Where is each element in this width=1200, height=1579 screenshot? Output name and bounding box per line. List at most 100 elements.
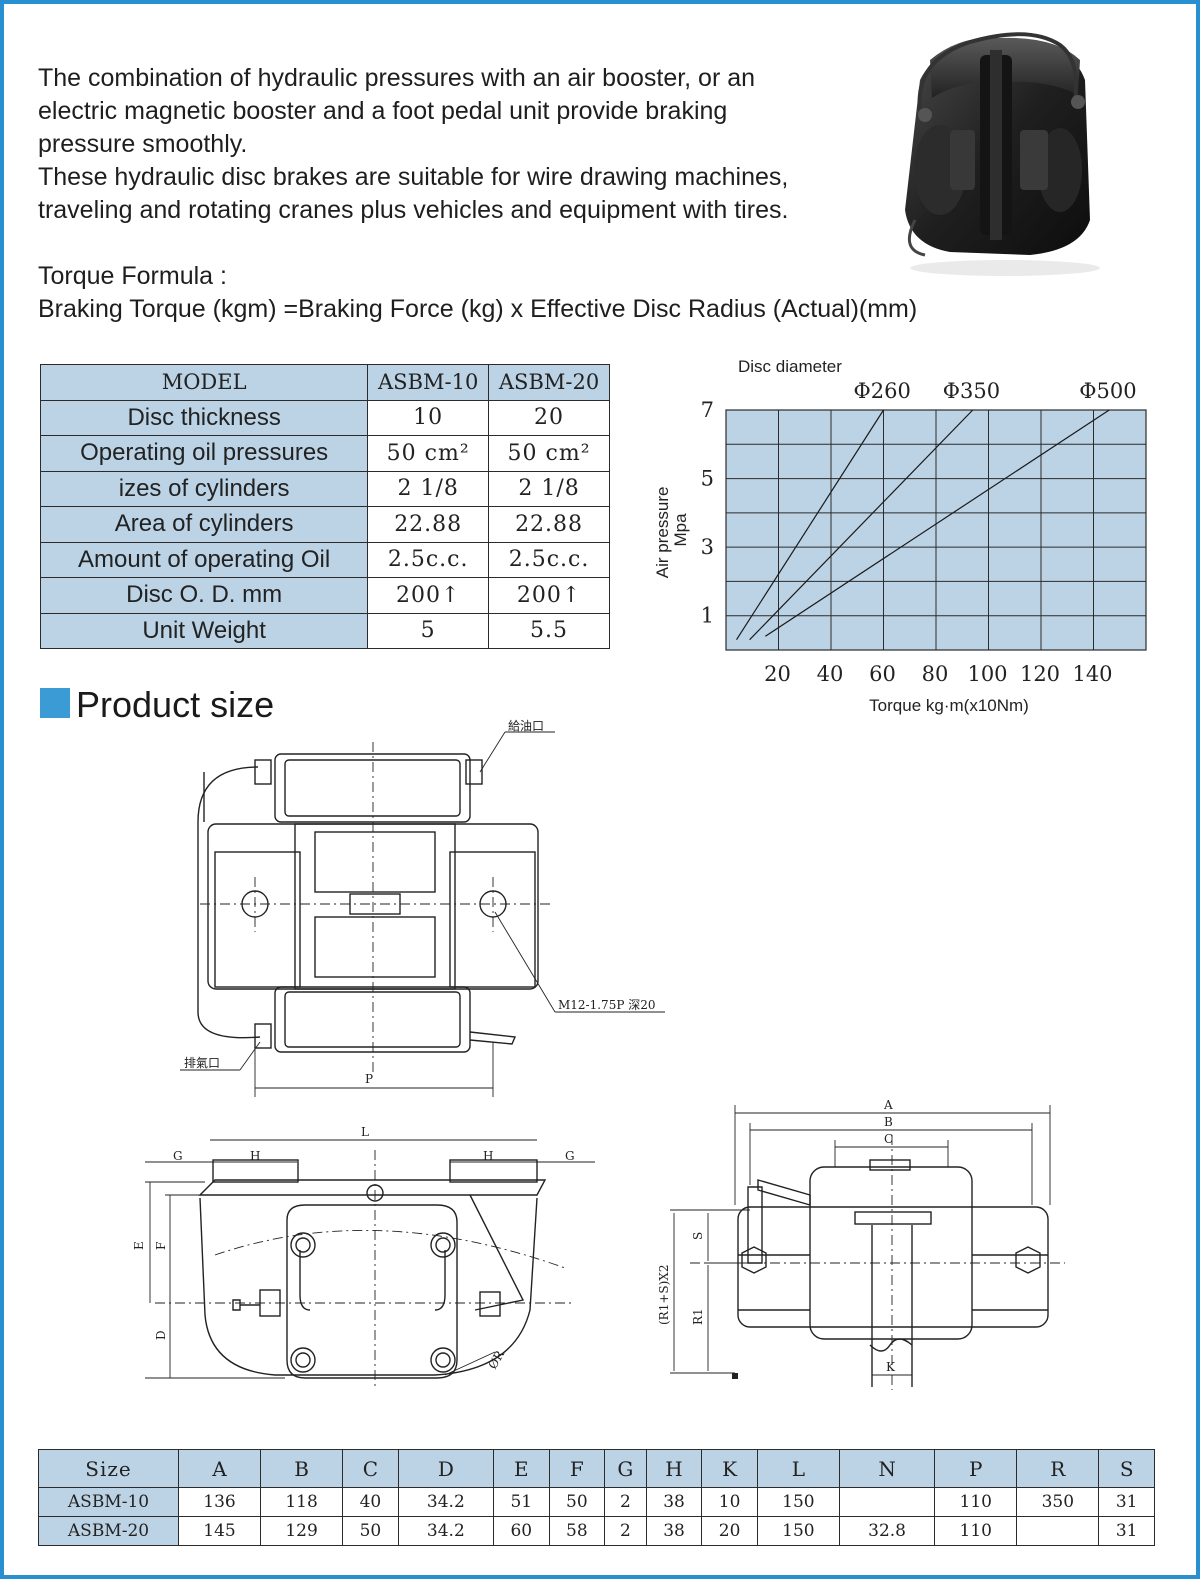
y-tick-label: 3: [701, 535, 714, 559]
size-model: ASBM-10: [38, 1487, 179, 1517]
spec-label: Area of cylinders: [39, 506, 369, 543]
spec-header-cell: ASBM-20: [488, 364, 610, 401]
size-header-cell: R: [1016, 1449, 1100, 1488]
chart-ylabel: Air pressure Mpa: [653, 482, 690, 578]
torque-formula: Torque Formula : Braking Torque (kgm) =B…: [38, 260, 1138, 326]
size-header-cell: S: [1098, 1449, 1155, 1488]
label-P: P: [365, 1072, 373, 1086]
size-header-cell: H: [645, 1449, 703, 1488]
section-title: Product size: [76, 684, 275, 725]
size-header-cell: Size: [38, 1449, 179, 1488]
size-header-cell: B: [260, 1449, 344, 1488]
label-D: D: [154, 1330, 168, 1340]
spec-row: Unit Weight 5 5.5: [39, 612, 610, 649]
spec-value: 20: [488, 399, 610, 436]
spec-value: 50 cm²: [367, 435, 490, 472]
label-A: A: [883, 1098, 893, 1112]
size-row: ASBM-10 136 118 40 34.2 51 50 2 38 10 15…: [38, 1487, 1155, 1517]
size-cell: 10: [701, 1487, 758, 1517]
series-line: [735, 409, 885, 641]
size-header-cell: L: [756, 1449, 840, 1488]
size-cell: 40: [342, 1487, 399, 1517]
x-tick-label: 40: [817, 662, 844, 686]
x-tick-label: 60: [869, 662, 896, 686]
label-H-right: H: [483, 1149, 493, 1163]
size-cell: 20: [701, 1516, 758, 1546]
label-R1S: (R1+S)X2: [657, 1265, 671, 1326]
y-tick-label: 7: [701, 398, 714, 422]
size-header-cell: D: [397, 1449, 495, 1488]
series-label: Φ350: [943, 379, 1000, 403]
formula-text: Braking Torque (kgm) =Braking Force (kg)…: [38, 295, 918, 323]
chart-xlabel: Torque kg·m(x10Nm): [869, 696, 1029, 715]
label-F: F: [154, 1242, 168, 1250]
size-header-cell: A: [177, 1449, 262, 1488]
label-oil-inlet: 給油口: [508, 719, 544, 733]
size-cell: [838, 1487, 936, 1517]
label-G-left: G: [173, 1149, 183, 1163]
spec-label: Disc thickness: [39, 399, 369, 436]
size-row: ASBM-20 145 129 50 34.2 60 58 2 38 20 15…: [38, 1516, 1155, 1546]
drawing-end-view: A B C S R1 (R1+S)X2 K: [657, 1098, 1065, 1390]
y-tick-label: 5: [701, 467, 714, 491]
intro-line: pressure smoothly.: [38, 130, 248, 158]
spec-header-cell: ASBM-10: [367, 364, 490, 401]
y-ticks: 1 3 5 7: [701, 398, 714, 628]
size-cell: 110: [934, 1487, 1018, 1517]
series-line: [765, 409, 1110, 637]
size-cell: 34.2: [397, 1487, 495, 1517]
x-tick-label: 80: [922, 662, 949, 686]
intro-line: traveling and rotating cranes plus vehic…: [38, 196, 789, 224]
x-tick-label: 20: [764, 662, 791, 686]
formula-title: Torque Formula :: [38, 262, 227, 290]
size-header-cell: K: [701, 1449, 758, 1488]
size-cell: 38: [645, 1487, 703, 1517]
label-R: ØR: [485, 1347, 507, 1371]
brake-photo: [905, 32, 1100, 276]
spec-value: 2.5c.c.: [488, 541, 610, 578]
size-header-cell: N: [838, 1449, 936, 1488]
ylabel-line2: Mpa: [671, 513, 690, 547]
spec-value: 5.5: [488, 612, 610, 649]
spec-value: 50 cm²: [488, 435, 610, 472]
label-R1: R1: [691, 1308, 705, 1325]
spec-label: Disc O. D. mm: [39, 577, 369, 614]
ylabel-line1: Air pressure: [653, 487, 672, 579]
size-header-cell: E: [493, 1449, 550, 1488]
spec-row: izes of cylinders 2 1/8 2 1/8: [39, 470, 610, 507]
intro-line: The combination of hydraulic pressures w…: [38, 64, 756, 92]
spec-header-cell: MODEL: [39, 364, 369, 401]
size-cell: 118: [260, 1487, 344, 1517]
series-line: [749, 409, 974, 641]
label-S: S: [691, 1232, 705, 1240]
size-cell: 32.8: [838, 1516, 936, 1546]
drawing-top-view: 給油口 M12-1.75P 深20 排氣口 P: [180, 719, 665, 1097]
size-cell: 150: [756, 1516, 840, 1546]
intro-line: These hydraulic disc brakes are suitable…: [38, 163, 789, 191]
intro-line: electric magnetic booster and a foot ped…: [38, 97, 728, 125]
spec-label: izes of cylinders: [39, 470, 369, 507]
spec-value: 22.88: [488, 506, 610, 543]
spec-label: Amount of operating Oil: [39, 541, 369, 578]
x-tick-label: 140: [1072, 662, 1112, 686]
size-header-cell: F: [548, 1449, 606, 1488]
size-cell: 50: [342, 1516, 399, 1546]
drawing-side-view: L G H H G E F D ØR: [132, 1125, 595, 1390]
size-cell: 136: [177, 1487, 262, 1517]
size-cell: 145: [177, 1516, 262, 1546]
spec-row: Amount of operating Oil 2.5c.c. 2.5c.c.: [39, 541, 610, 578]
size-cell: 31: [1098, 1487, 1155, 1517]
spec-value: 2 1/8: [367, 470, 490, 507]
size-cell: 34.2: [397, 1516, 495, 1546]
size-cell: 150: [756, 1487, 840, 1517]
size-cell: 110: [934, 1516, 1018, 1546]
label-thread: M12-1.75P 深20: [558, 998, 656, 1012]
spec-header-row: MODEL ASBM-10 ASBM-20: [39, 364, 610, 401]
size-cell: 51: [493, 1487, 550, 1517]
size-cell: 58: [548, 1516, 606, 1546]
y-tick-label: 1: [701, 604, 714, 628]
spec-row: Disc thickness 10 20: [39, 399, 610, 436]
x-tick-label: 100: [967, 662, 1007, 686]
spec-value: 22.88: [367, 506, 490, 543]
label-C: C: [884, 1132, 893, 1146]
